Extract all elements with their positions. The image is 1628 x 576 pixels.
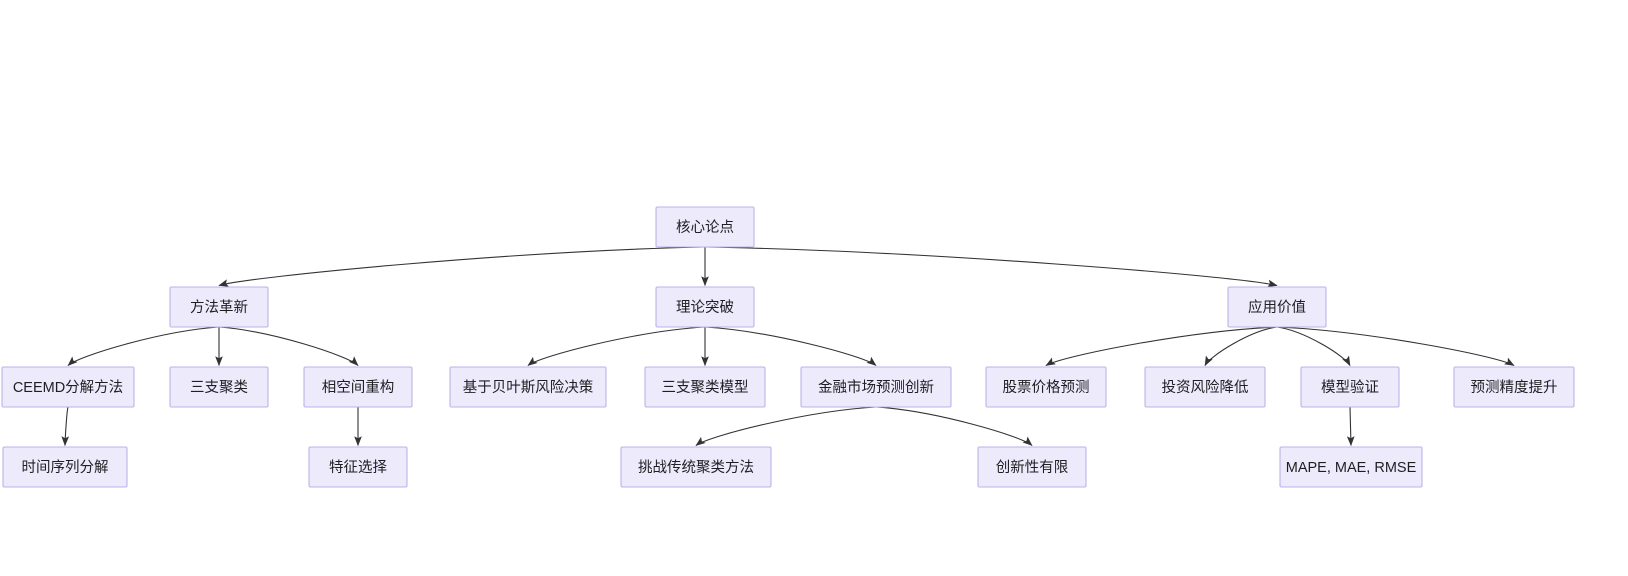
node-box-l3e[interactable] bbox=[1279, 446, 1423, 488]
node-l2e[interactable]: 三支聚类模型 bbox=[644, 366, 766, 408]
node-l2i[interactable]: 模型验证 bbox=[1300, 366, 1400, 408]
edge-l1c-to-l2h bbox=[1204, 326, 1278, 367]
node-box-l2h[interactable] bbox=[1144, 366, 1266, 408]
edge-l2a-to-l3a bbox=[61, 406, 70, 447]
edge-l2i-to-l3e bbox=[1346, 406, 1355, 447]
node-l3a[interactable]: 时间序列分解 bbox=[2, 446, 128, 488]
node-label-l3a: 时间序列分解 bbox=[22, 459, 109, 476]
node-box-l1b[interactable] bbox=[655, 286, 755, 328]
node-box-l2e[interactable] bbox=[644, 366, 766, 408]
node-label-l1a: 方法革新 bbox=[190, 299, 248, 316]
node-label-l3c: 挑战传统聚类方法 bbox=[638, 459, 754, 476]
edge-root-to-l1c bbox=[704, 246, 1278, 288]
node-label-l2b: 三支聚类 bbox=[190, 379, 248, 396]
node-box-l1a[interactable] bbox=[169, 286, 269, 328]
node-l2g[interactable]: 股票价格预测 bbox=[985, 366, 1107, 408]
edge-l1c-to-l2i bbox=[1276, 326, 1351, 367]
node-l1a[interactable]: 方法革新 bbox=[169, 286, 269, 328]
node-label-l2h: 投资风险降低 bbox=[1162, 379, 1249, 396]
node-label-l3e: MAPE, MAE, RMSE bbox=[1286, 460, 1417, 476]
node-l2h[interactable]: 投资风险降低 bbox=[1144, 366, 1266, 408]
node-box-l2c[interactable] bbox=[303, 366, 413, 408]
edge-l1a-to-l2a bbox=[67, 326, 220, 366]
node-box-l2j[interactable] bbox=[1453, 366, 1575, 408]
node-l2d[interactable]: 基于贝叶斯风险决策 bbox=[449, 366, 607, 408]
edge-l2f-to-l3c bbox=[695, 406, 877, 446]
node-l3c[interactable]: 挑战传统聚类方法 bbox=[620, 446, 772, 488]
edge-root-to-l1a bbox=[218, 246, 706, 287]
node-label-l2a: CEEMD分解方法 bbox=[13, 379, 123, 396]
node-box-l2d[interactable] bbox=[449, 366, 607, 408]
node-box-root[interactable] bbox=[655, 206, 755, 248]
edge-l1c-to-l2g bbox=[1045, 326, 1278, 366]
node-label-l2e: 三支聚类模型 bbox=[662, 379, 749, 396]
node-box-l3b[interactable] bbox=[308, 446, 408, 488]
node-box-l2b[interactable] bbox=[169, 366, 269, 408]
node-label-l1c: 应用价值 bbox=[1248, 298, 1306, 316]
node-root[interactable]: 核心论点 bbox=[655, 206, 755, 248]
node-l2c[interactable]: 相空间重构 bbox=[303, 366, 413, 408]
node-l1b[interactable]: 理论突破 bbox=[655, 286, 755, 328]
node-l3e[interactable]: MAPE, MAE, RMSE bbox=[1279, 446, 1423, 488]
node-label-l2g: 股票价格预测 bbox=[1003, 379, 1090, 396]
node-l2f[interactable]: 金融市场预测创新 bbox=[800, 366, 952, 408]
node-label-l2f: 金融市场预测创新 bbox=[818, 379, 934, 396]
node-l3b[interactable]: 特征选择 bbox=[308, 446, 408, 488]
node-label-l3b: 特征选择 bbox=[329, 459, 387, 476]
node-box-l2g[interactable] bbox=[985, 366, 1107, 408]
node-label-l2d: 基于贝叶斯风险决策 bbox=[463, 379, 594, 396]
node-label-l1b: 理论突破 bbox=[676, 299, 734, 316]
node-label-l2j: 预测精度提升 bbox=[1471, 379, 1558, 396]
node-l2a[interactable]: CEEMD分解方法 bbox=[1, 366, 135, 408]
node-l1c[interactable]: 应用价值 bbox=[1227, 286, 1327, 328]
edge-layer bbox=[61, 246, 1515, 447]
node-label-l3d: 创新性有限 bbox=[996, 459, 1069, 476]
edge-l2f-to-l3d bbox=[875, 406, 1033, 446]
edge-l1c-to-l2j bbox=[1276, 326, 1515, 366]
node-box-l2f[interactable] bbox=[800, 366, 952, 408]
node-label-root: 核心论点 bbox=[676, 219, 734, 236]
node-box-l3d[interactable] bbox=[977, 446, 1087, 488]
node-box-l2a[interactable] bbox=[1, 366, 135, 408]
edge-l1a-to-l2c bbox=[218, 326, 359, 366]
edge-l1b-to-l2d bbox=[527, 326, 706, 366]
node-box-l3a[interactable] bbox=[2, 446, 128, 488]
node-label-l2c: 相空间重构 bbox=[322, 379, 395, 396]
node-l3d[interactable]: 创新性有限 bbox=[977, 446, 1087, 488]
node-l2j[interactable]: 预测精度提升 bbox=[1453, 366, 1575, 408]
node-box-l2i[interactable] bbox=[1300, 366, 1400, 408]
node-l2b[interactable]: 三支聚类 bbox=[169, 366, 269, 408]
node-label-l2i: 模型验证 bbox=[1321, 379, 1379, 396]
node-box-l3c[interactable] bbox=[620, 446, 772, 488]
edge-l1b-to-l2f bbox=[704, 326, 877, 366]
node-box-l1c[interactable] bbox=[1227, 286, 1327, 328]
